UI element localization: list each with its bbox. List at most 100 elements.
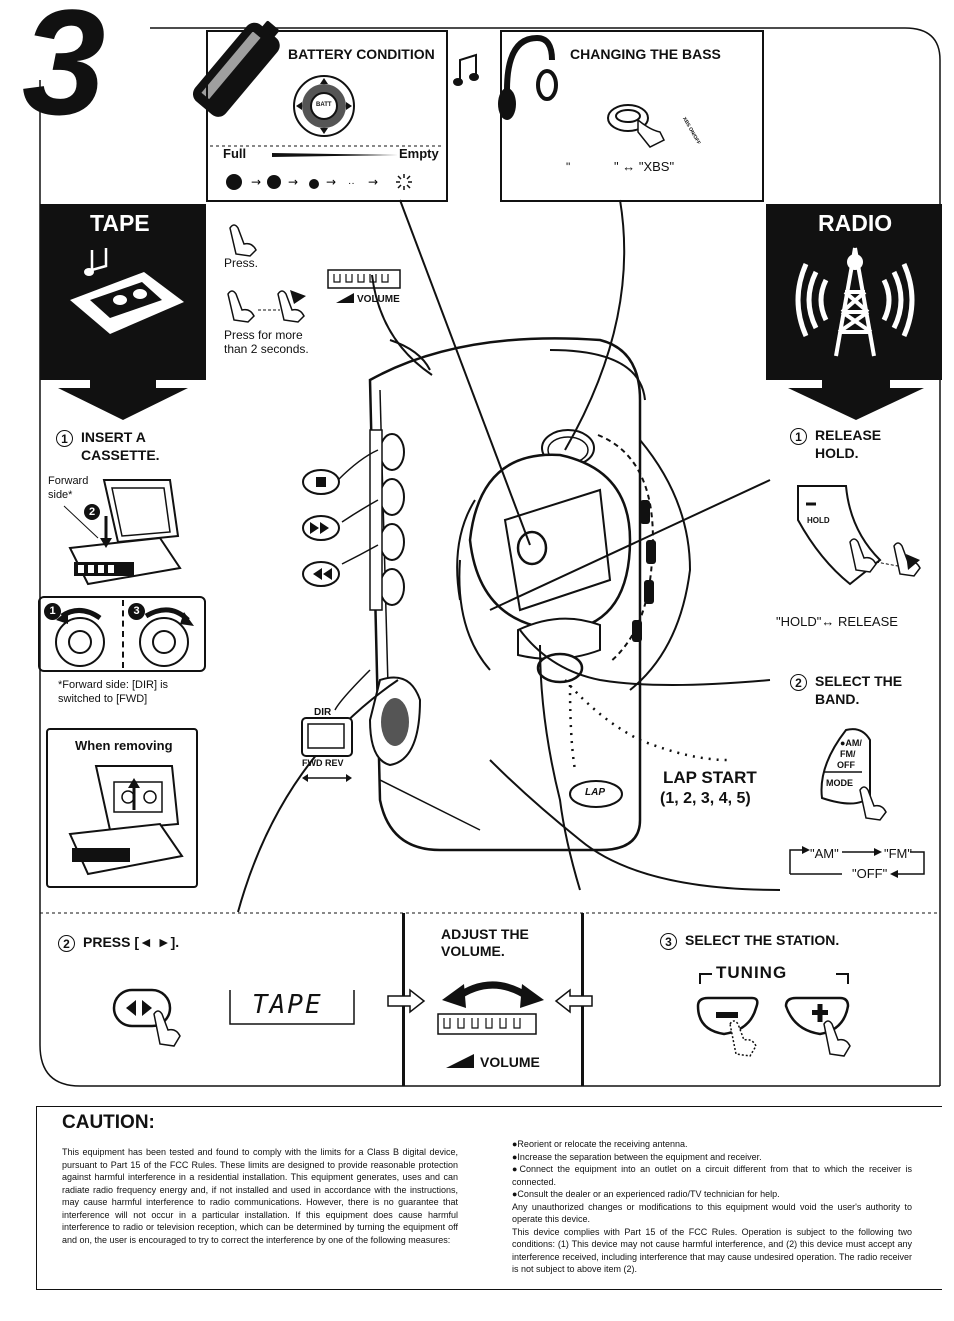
svg-text:→: → [288, 175, 298, 189]
badge-3: 3 [128, 603, 145, 620]
when-removing-title: When removing [75, 738, 173, 753]
bass-box [500, 30, 764, 202]
bass-toggle-text: " ↔ "XBS" [614, 159, 675, 174]
battery-icon [192, 21, 280, 117]
volume-adjust-arrows [442, 981, 544, 1008]
caution-col2: ●Reorient or relocate the receiving ante… [512, 1138, 912, 1276]
caution-bullet: ●Consult the dealer or an experienced ra… [512, 1189, 780, 1199]
caution-title: CAUTION: [62, 1112, 155, 1133]
band-option-am: ●AM/ [840, 738, 862, 748]
band-cycle-arrows [789, 846, 925, 878]
batt-button-icon [293, 75, 355, 137]
hold-release-text: "HOLD"↔ RELEASE [776, 614, 898, 629]
mode-label: MODE [826, 778, 853, 788]
band-option-fm: FM/ [840, 749, 856, 759]
band-cycle-off: "OFF" [852, 866, 888, 881]
caution-box [36, 1106, 942, 1290]
radio-tower-icon [795, 247, 915, 357]
dir-switch-icon[interactable] [300, 716, 356, 784]
headphones-icon [453, 34, 558, 120]
knob-illustrations [55, 607, 194, 667]
tuning-down-button[interactable] [694, 994, 774, 1058]
volume-wedge-top [336, 293, 354, 303]
volume-label-bottom: VOLUME [480, 1054, 540, 1070]
tape-display [229, 990, 355, 1025]
press-hand-icon [229, 224, 257, 257]
lap-button-label: LAP [585, 787, 605, 798]
svg-text:→: → [251, 175, 261, 189]
stop-button[interactable] [300, 468, 342, 496]
volume-wedge-bottom [446, 1054, 474, 1068]
hold-switch-icon[interactable] [790, 480, 930, 590]
fast-forward-button[interactable] [300, 514, 342, 542]
band-option-off: OFF [837, 760, 855, 770]
transport-buttons [302, 469, 340, 587]
caution-col1: This equipment has been tested and found… [62, 1147, 458, 1245]
battery-title: BATTERY CONDITION [288, 46, 435, 62]
bass-title: CHANGING THE BASS [570, 46, 721, 62]
lap-button-icon[interactable] [568, 778, 626, 810]
when-removing-box [46, 728, 198, 888]
svg-text:→: → [326, 175, 336, 189]
play-button-icon[interactable] [110, 984, 190, 1054]
tuning-label: TUNING [716, 963, 788, 982]
step-number: 3 [22, 0, 105, 146]
dir-label: DIR [314, 707, 332, 718]
caution-bullet: ●Reorient or relocate the receiving ante… [512, 1139, 688, 1149]
fwd-rev-label: FWD REV [302, 758, 344, 768]
cassette-insert-illustration [63, 479, 182, 586]
tape-down-arrow [58, 378, 188, 420]
caution-text: Any unauthorized changes or modification… [512, 1201, 912, 1225]
press-label: Press. [224, 256, 259, 270]
tuning-bracket [699, 973, 849, 984]
tape-player-icon [70, 248, 184, 334]
press-more-label: Press for more than 2 seconds. [224, 328, 309, 356]
radio-step2-num: 2 [790, 673, 807, 691]
band-mode-button-icon[interactable] [818, 726, 908, 822]
lap-numbers: (1, 2, 3, 4, 5) [660, 790, 751, 807]
radio-header: RADIO [818, 210, 893, 236]
batt-button-label: BATT [316, 102, 332, 108]
caution-text: This device complies with Part 15 of the… [512, 1226, 912, 1275]
device-illustration [237, 199, 781, 913]
volume-label-top: VOLUME [357, 294, 400, 305]
arrow-to-volume-right [554, 988, 593, 1014]
radio-step3-num: 3 [660, 932, 677, 950]
arrow-to-volume-left [387, 988, 426, 1014]
xbs-button-icon [607, 104, 666, 148]
band-cycle-fm: "FM" [884, 846, 912, 861]
battery-empty-label: Empty [399, 146, 439, 161]
battery-full-label: Full [223, 146, 247, 161]
cassette-knob-panel [38, 596, 206, 672]
caution-bullet: ●Increase the separation between the equ… [512, 1151, 762, 1162]
band-cycle-am: "AM" [810, 846, 839, 861]
tape-display-text: TAPE [252, 990, 323, 1020]
caution-bullet: ●Connect the equipment into an outlet on… [512, 1164, 912, 1187]
svg-text:··: ·· [348, 178, 355, 189]
battery-condition-box [206, 30, 448, 202]
radio-step1-num: 1 [790, 427, 807, 445]
tape-header: TAPE [90, 210, 150, 236]
forward-side-footnote: *Forward side: [DIR] is switched to [FWD… [58, 679, 169, 705]
press-hold-hand-icon [227, 290, 306, 323]
badge-1: 1 [44, 603, 61, 620]
bass-toggle-start: " [566, 160, 571, 174]
badge-2-a: 2 [84, 504, 100, 520]
volume-dial-top [327, 269, 401, 289]
rewind-button[interactable] [300, 560, 342, 588]
forward-side-label: Forward side* [48, 475, 89, 501]
lap-start-label: LAP START [663, 768, 757, 787]
cassette-remove-illustration [68, 765, 184, 876]
tuning-up-button[interactable] [782, 994, 862, 1058]
battery-level-scale: → → → ·· → [210, 145, 444, 190]
hold-label: HOLD [807, 516, 830, 525]
volume-dial-bottom[interactable] [436, 1012, 540, 1038]
svg-text:→: → [368, 175, 378, 189]
radio-down-arrow [788, 378, 924, 420]
